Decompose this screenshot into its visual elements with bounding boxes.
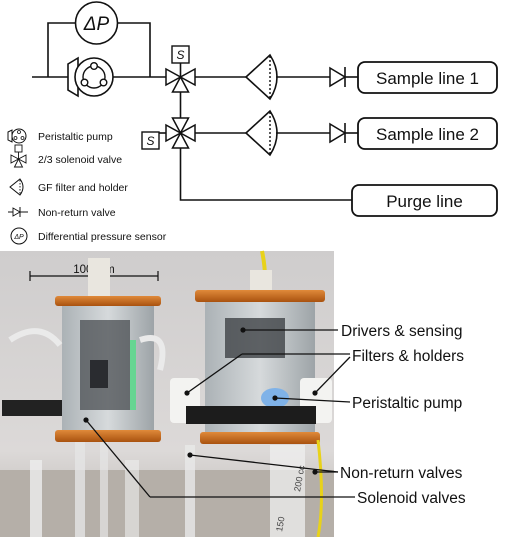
- schematic: ΔP S S: [32, 1, 498, 217]
- output-sample-line-1: Sample line 1: [357, 61, 498, 94]
- legend-label: 2/3 solenoid valve: [38, 154, 122, 166]
- syringe-mark: 200 cc: [292, 464, 307, 492]
- callout-drivers-sensing: Drivers & sensing: [341, 323, 462, 340]
- non-return-valve-1-icon: [329, 66, 347, 88]
- solenoid-valve-1-icon: S: [165, 45, 196, 93]
- valve-badge: S: [176, 48, 184, 62]
- gf-filter-2-icon: [244, 109, 278, 157]
- callout-solenoid-valves: Solenoid valves: [357, 490, 466, 507]
- gf-filter-holder-icon: [9, 178, 24, 196]
- differential-pressure-sensor-icon: ΔP: [74, 1, 119, 45]
- legend: Peristaltic pump 2/3 solenoid valve GF f…: [7, 128, 167, 245]
- legend-label: Differential pressure sensor: [38, 231, 167, 243]
- output-purge-line: Purge line: [351, 184, 498, 217]
- svg-text:Sample line 2: Sample line 2: [376, 125, 479, 144]
- device-photo: 100 mm: [0, 250, 334, 537]
- output-sample-line-2: Sample line 2: [357, 117, 498, 150]
- callouts: Drivers & sensing Filters & holders Peri…: [83, 323, 466, 507]
- callout-filters-holders: Filters & holders: [352, 348, 464, 365]
- svg-text:Sample line 1: Sample line 1: [376, 69, 479, 88]
- solenoid-valve-icon: [10, 144, 27, 168]
- differential-pressure-sensor-icon: ΔP: [10, 227, 28, 245]
- non-return-valve-icon: [8, 207, 28, 217]
- left-sampler-unit: [2, 258, 166, 537]
- non-return-valve-2-icon: [329, 122, 347, 144]
- legend-label: GF filter and holder: [38, 182, 128, 194]
- callout-peristaltic-pump: Peristaltic pump: [352, 395, 462, 412]
- legend-label: Non-return valve: [38, 207, 116, 219]
- callout-non-return-valves: Non-return valves: [340, 465, 463, 482]
- gf-filter-1-icon: [244, 53, 278, 101]
- valve-badge: S: [146, 134, 154, 148]
- peristaltic-pump-icon: [67, 56, 114, 98]
- svg-text:ΔP: ΔP: [13, 234, 24, 241]
- svg-text:Purge line: Purge line: [386, 192, 463, 211]
- solenoid-valve-2-icon: S: [141, 117, 196, 150]
- syringe-mark: 150: [274, 516, 286, 533]
- peristaltic-pump-icon: [7, 128, 27, 144]
- pressure-symbol: ΔP: [83, 14, 110, 35]
- legend-label: Peristaltic pump: [38, 131, 113, 143]
